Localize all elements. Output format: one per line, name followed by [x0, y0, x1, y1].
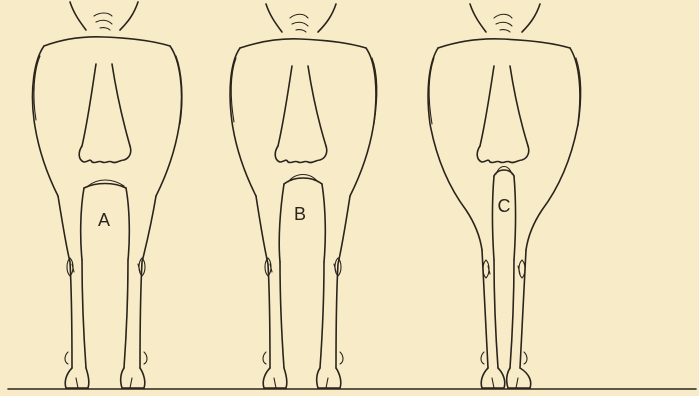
label-b: B — [294, 205, 306, 223]
hindquarters-a — [32, 2, 182, 388]
label-a: A — [98, 211, 110, 229]
hindquarters-b — [230, 4, 377, 388]
label-c: C — [498, 197, 511, 215]
